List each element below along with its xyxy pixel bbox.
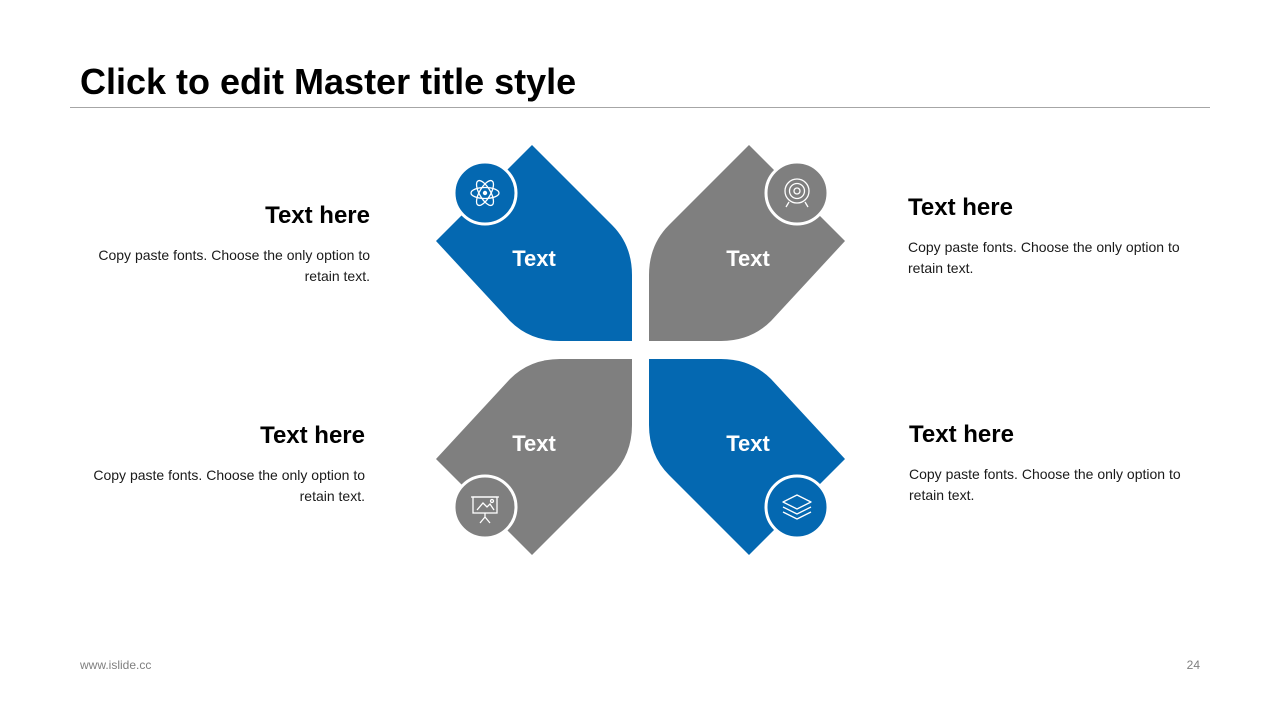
atom-icon <box>452 160 518 226</box>
block-body: Copy paste fonts. Choose the only option… <box>908 239 1180 276</box>
text-block-bottom-right: Text here Copy paste fonts. Choose the o… <box>909 420 1209 506</box>
presentation-board-icon <box>452 474 518 540</box>
block-body: Copy paste fonts. Choose the only option… <box>93 467 365 504</box>
layers-icon <box>764 474 830 540</box>
text-block-bottom-left: Text here Copy paste fonts. Choose the o… <box>85 421 365 507</box>
text-block-top-right: Text here Copy paste fonts. Choose the o… <box>908 193 1208 279</box>
petal-bottom-right-label: Text <box>726 431 770 456</box>
block-heading: Text here <box>265 202 370 229</box>
petal-bottom-left: Text <box>436 359 632 555</box>
slide-title: Click to edit Master title style <box>80 61 577 102</box>
block-body: Copy paste fonts. Choose the only option… <box>909 466 1181 503</box>
petal-top-right-label: Text <box>726 246 770 271</box>
petal-bottom-right: Text <box>649 359 845 555</box>
text-block-top-left: Text here Copy paste fonts. Choose the o… <box>70 201 370 287</box>
petal-top-right: Text <box>649 145 845 341</box>
title-divider <box>70 107 1210 108</box>
block-heading: Text here <box>908 194 1013 221</box>
petal-bottom-left-label: Text <box>512 431 556 456</box>
target-icon <box>764 160 830 226</box>
block-heading: Text here <box>260 422 365 449</box>
page-number: 24 <box>1186 658 1200 672</box>
footer-url: www.islide.cc <box>80 658 152 672</box>
block-body: Copy paste fonts. Choose the only option… <box>98 247 370 284</box>
petal-top-left: Text <box>436 145 632 341</box>
petal-top-left-label: Text <box>512 246 556 271</box>
block-heading: Text here <box>909 421 1014 448</box>
